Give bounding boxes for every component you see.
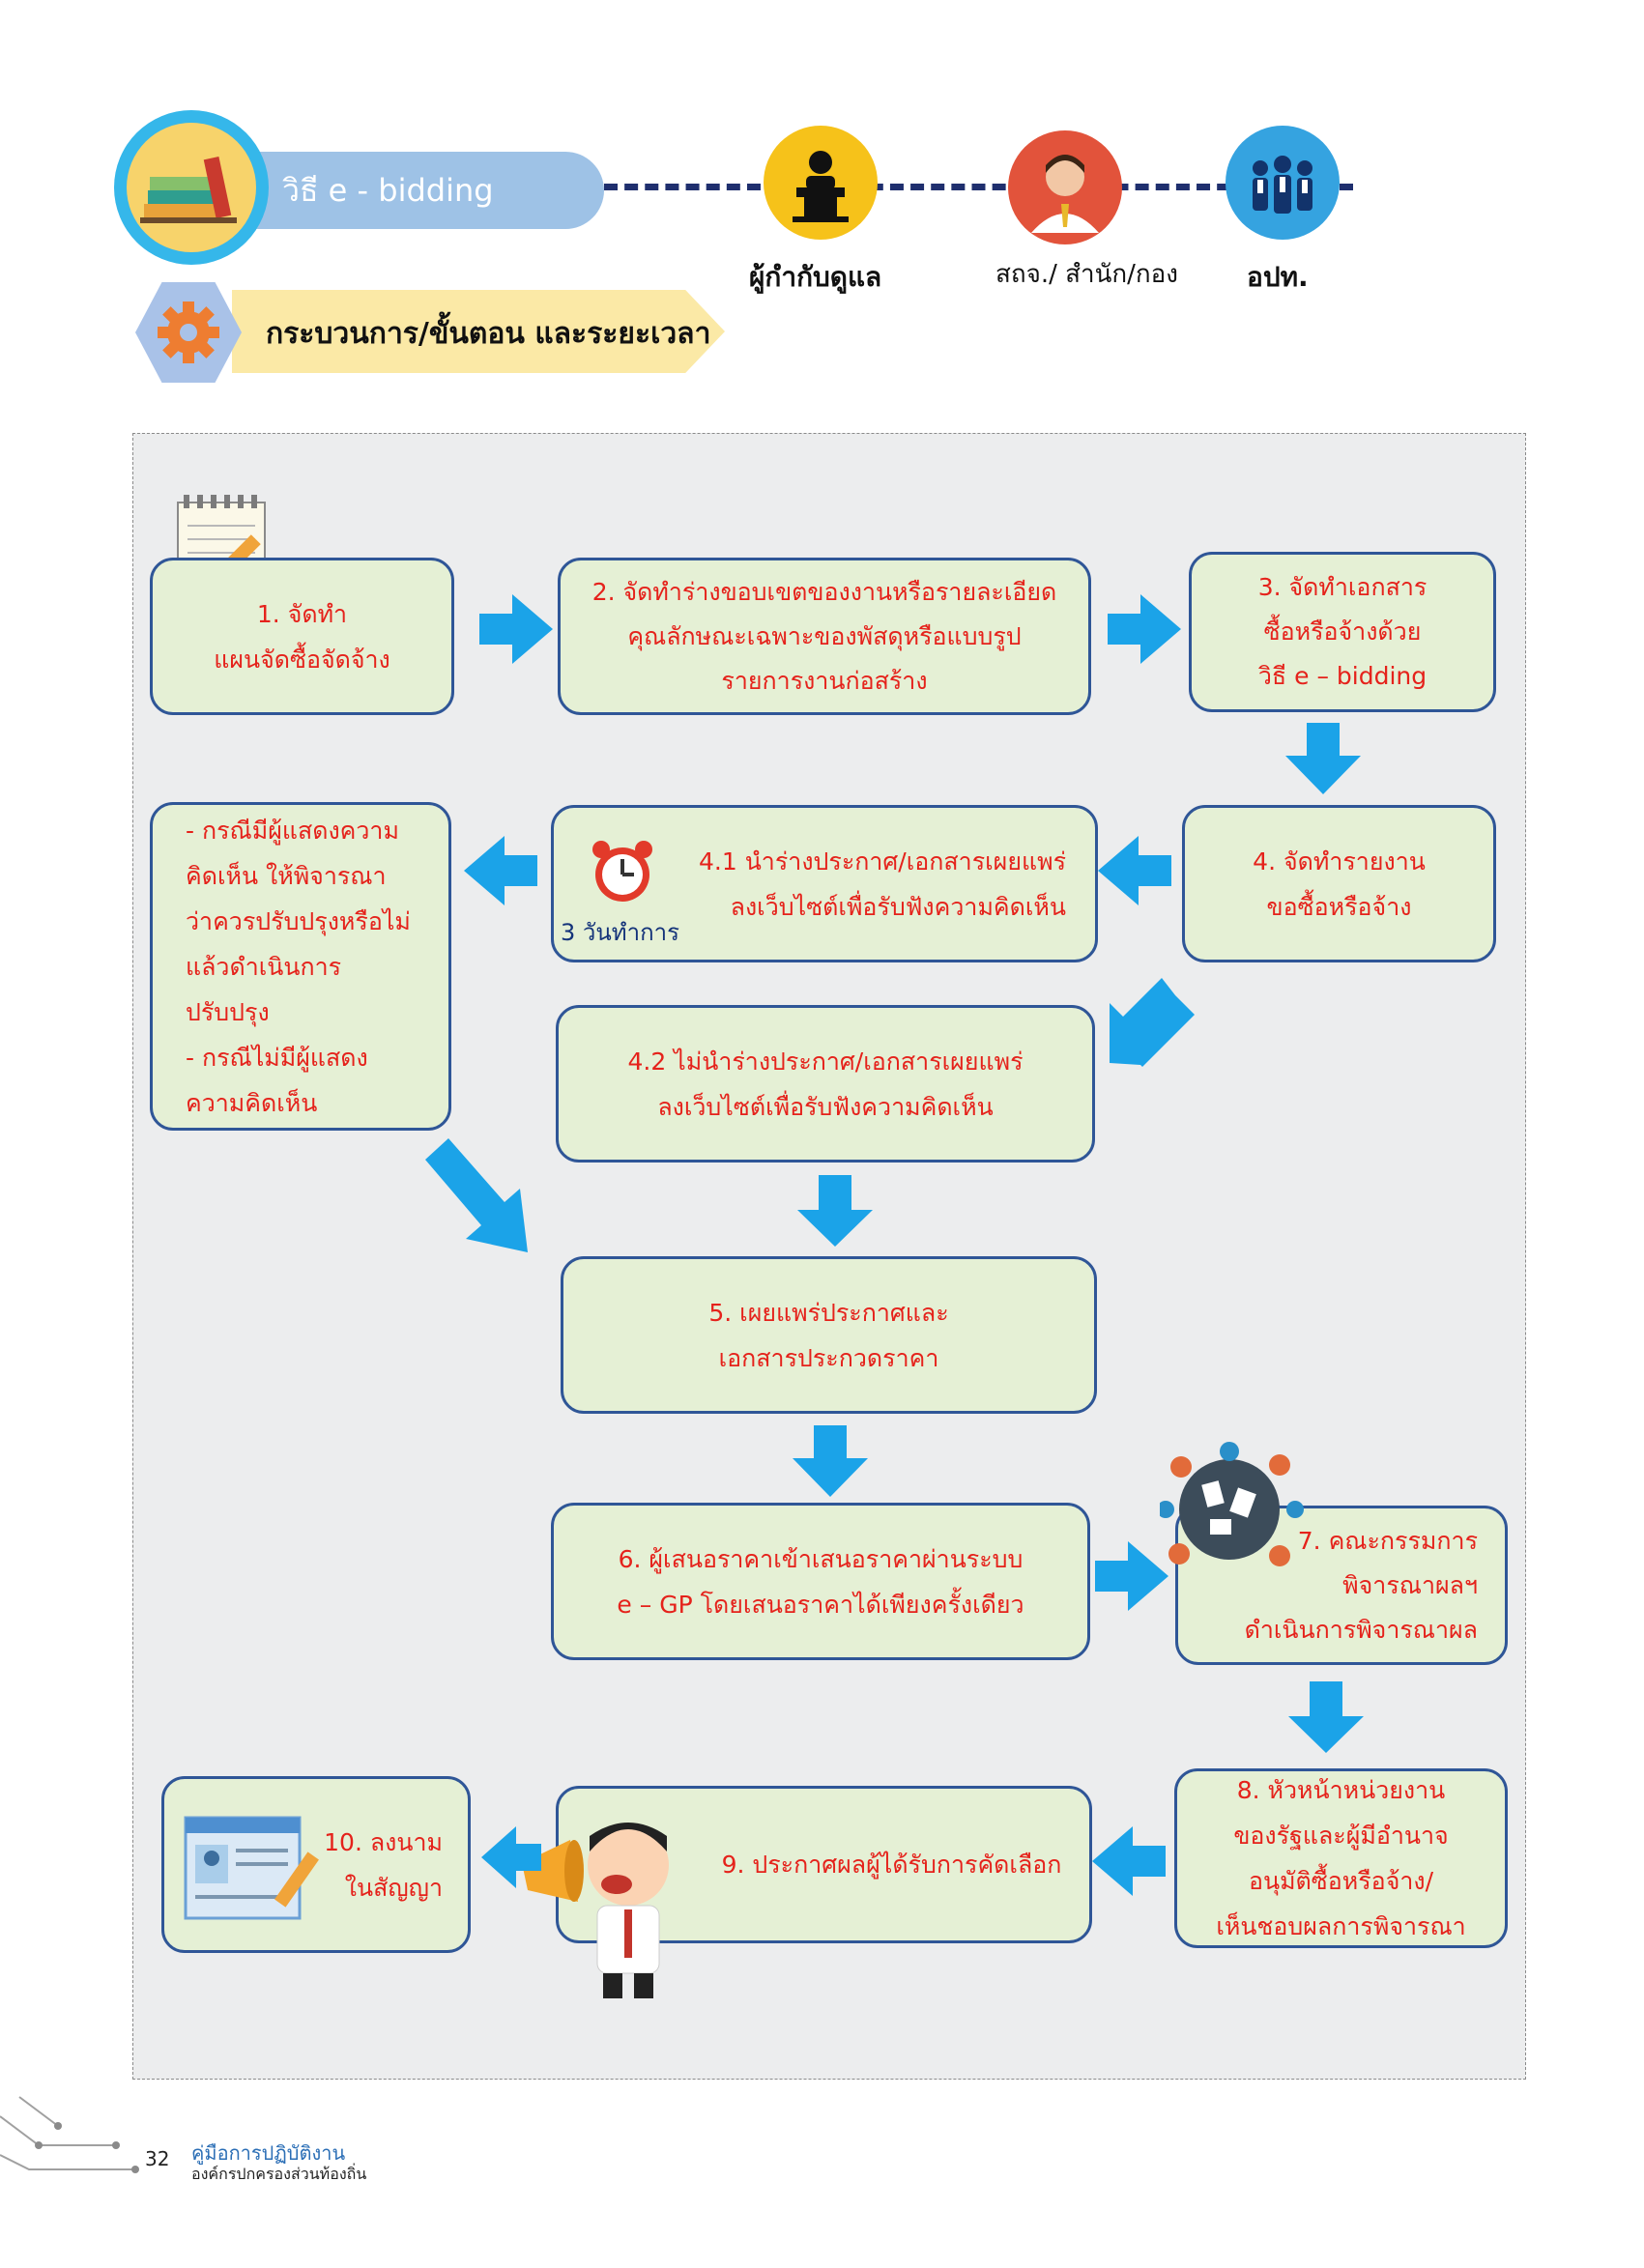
step-5-box: 5. เผยแพร่ประกาศและ เอกสารประกวดราคา	[561, 1256, 1097, 1414]
role-label-supervisor: ผู้กำกับดูแล	[749, 261, 882, 293]
step-4-1-duration: 3 วันทำการ	[561, 919, 679, 946]
role-label-local-org: อปท.	[1247, 261, 1309, 293]
arrow-7-to-8	[1288, 1681, 1364, 1753]
arrow-5-to-6	[793, 1425, 868, 1497]
arrow-1-to-2	[479, 594, 553, 664]
step-8-box: 8. หัวหน้าหน่วยงาน ของรัฐและผู้มีอำนาจ อ…	[1174, 1768, 1508, 1948]
step-4-2-box: 4.2 ไม่นำร่างประกาศ/เอกสารเผยแพร่ ลงเว็บ…	[556, 1005, 1095, 1163]
meeting-table-icon	[1157, 1440, 1305, 1579]
comment-decision-box: - กรณีมีผู้แสดงความ คิดเห็น ให้พิจารณา ว…	[150, 802, 451, 1131]
step-2-text: 2. จัดทำร่างขอบเขตของงานหรือรายละเอียด ค…	[591, 577, 1057, 695]
step-8-text: 8. หัวหน้าหน่วยงาน ของรัฐและผู้มีอำนาจ อ…	[1216, 1776, 1466, 1940]
circuit-decoration-icon	[0, 2096, 139, 2173]
subtitle-banner	[232, 290, 725, 373]
gear-icon	[158, 301, 219, 363]
arrow-4-to-4-2	[1110, 978, 1195, 1067]
organization-name: องค์กรปกครองส่วนท้องถิ่น	[191, 2165, 367, 2183]
step-4-box: 4. จัดทำรายงาน ขอซื้อหรือจ้าง	[1182, 805, 1496, 962]
step-6-box: 6. ผู้เสนอราคาเข้าเสนอราคาผ่านระบบ e – G…	[551, 1503, 1090, 1660]
manual-title: คู่มือการปฏิบัติงาน	[191, 2141, 346, 2165]
arrow-3-to-4	[1285, 723, 1361, 794]
step-7-text: 7. คณะกรรมการ พิจารณาผลฯ ดำเนินการพิจารณ…	[1244, 1526, 1478, 1644]
gear-badge	[135, 282, 242, 383]
subtitle: กระบวนการ/ขั้นตอน และระยะเวลา	[266, 317, 711, 351]
step-2-box: 2. จัดทำร่างขอบเขตของงานหรือรายละเอียด ค…	[558, 558, 1091, 715]
arrow-4-2-to-5	[797, 1175, 873, 1247]
arrow-2-to-3	[1108, 594, 1181, 664]
roles-connector-line	[604, 184, 1353, 190]
arrow-4-1-to-comment	[464, 836, 537, 905]
step-5-text: 5. เผยแพร่ประกาศและ เอกสารประกวดราคา	[708, 1298, 949, 1372]
speaker-podium-icon	[764, 126, 878, 240]
step-3-box: 3. จัดทำเอกสาร ซื้อหรือจ้างด้วย วิธี e –…	[1189, 552, 1496, 712]
page-number: 32	[145, 2147, 170, 2170]
officer-avatar-icon	[1008, 130, 1122, 244]
step-4-2-text: 4.2 ไม่นำร่างประกาศ/เอกสารเผยแพร่ ลงเว็บ…	[627, 1047, 1024, 1121]
arrow-9-to-10	[481, 1826, 541, 1888]
arrow-6-to-7	[1095, 1541, 1168, 1611]
books-icon	[127, 123, 256, 252]
role-label-office: สถจ./ สำนัก/กอง	[995, 260, 1178, 289]
method-title-banner	[203, 152, 604, 229]
alarm-clock-icon	[588, 836, 657, 909]
step-6-text: 6. ผู้เสนอราคาเข้าเสนอราคาผ่านระบบ e – G…	[617, 1544, 1024, 1619]
arrow-4-to-4-1	[1098, 836, 1171, 905]
method-title: วิธี e - bidding	[282, 172, 494, 209]
step-9-text: 9. ประกาศผลผู้ได้รับการคัดเลือก	[721, 1851, 1062, 1879]
step-10-text: 10. ลงนาม ในสัญญา	[324, 1827, 443, 1902]
step-4-text: 4. จัดทำรายงาน ขอซื้อหรือจ้าง	[1253, 847, 1426, 921]
step-3-text: 3. จัดทำเอกสาร ซื้อหรือจ้างด้วย วิธี e –…	[1257, 573, 1428, 690]
comment-decision-text: - กรณีมีผู้แสดงความ คิดเห็น ให้พิจารณา ว…	[186, 816, 411, 1117]
step-4-1-text: 4.1 นำร่างประกาศ/เอกสารเผยแพร่ ลงเว็บไซต…	[699, 847, 1066, 921]
contract-card-icon	[182, 1812, 327, 1932]
megaphone-man-icon	[522, 1797, 677, 2014]
step-1-box: 1. จัดทำ แผนจัดซื้อจัดจ้าง	[150, 558, 454, 715]
group-people-icon	[1226, 126, 1340, 240]
arrow-comment-to-5	[425, 1138, 528, 1252]
step-1-text: 1. จัดทำ แผนจัดซื้อจัดจ้าง	[214, 599, 390, 674]
arrow-8-to-9	[1092, 1826, 1166, 1896]
